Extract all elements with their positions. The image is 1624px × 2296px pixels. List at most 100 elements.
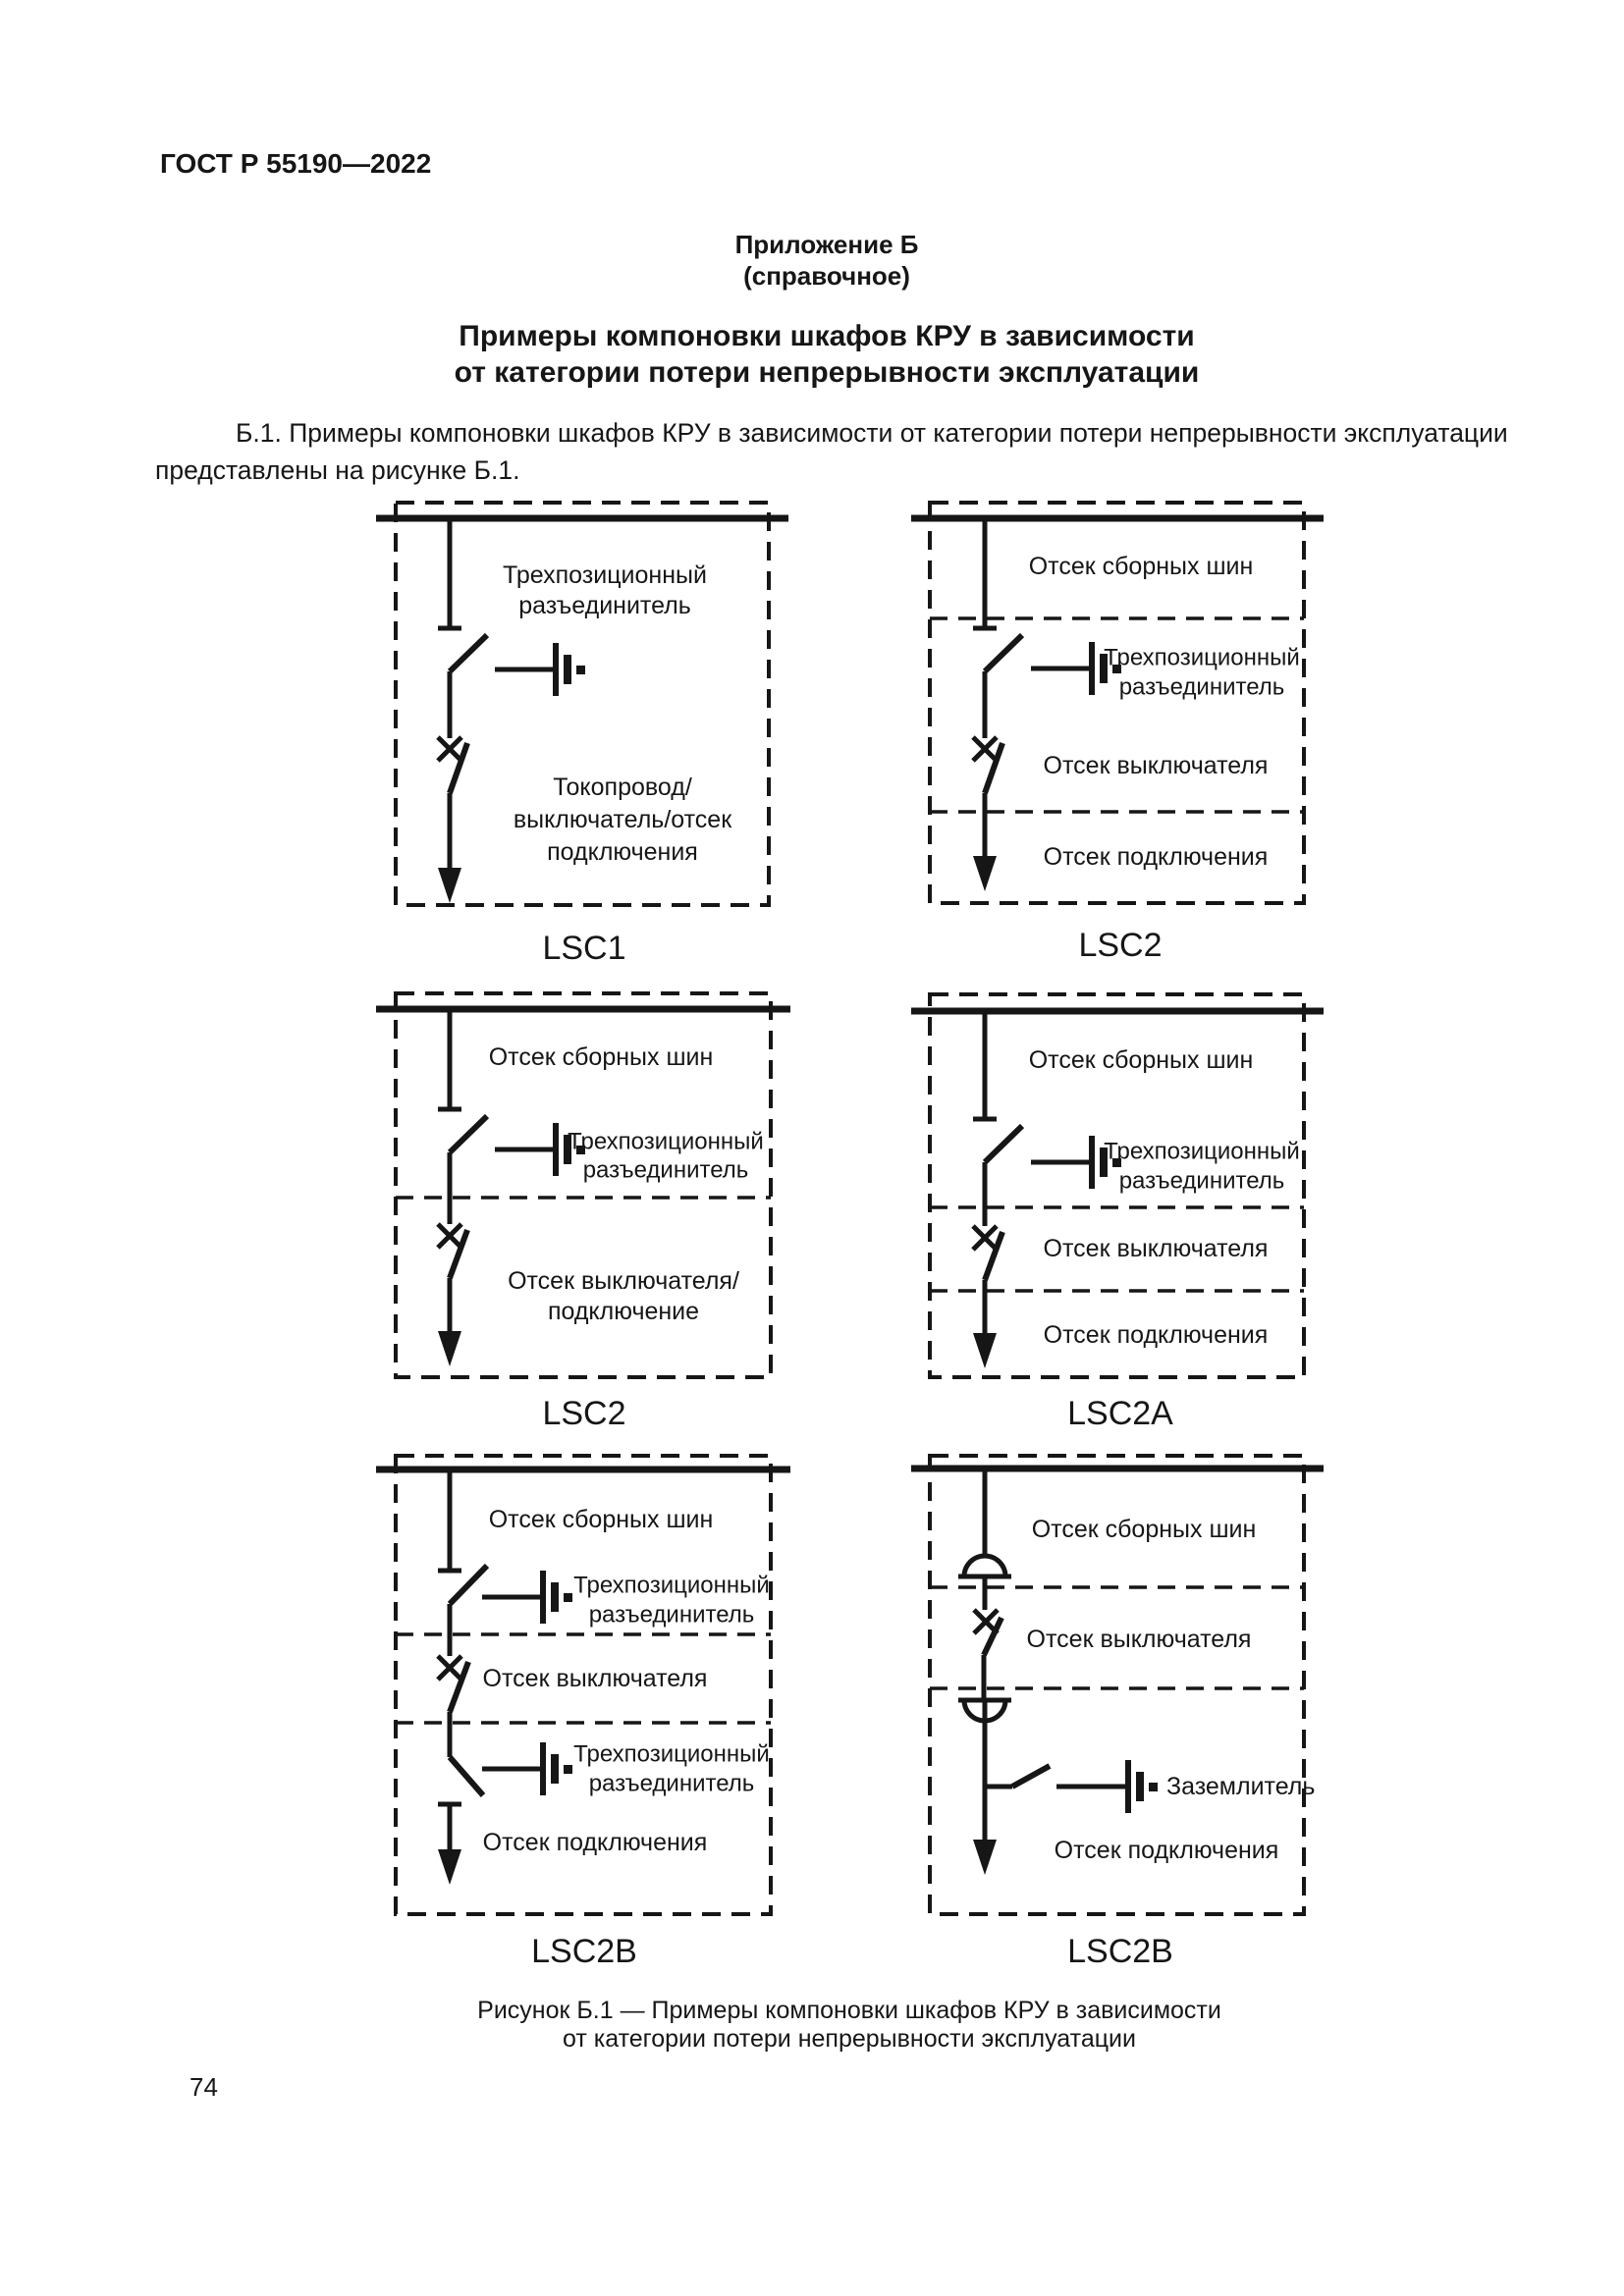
breaker-compartment-label: Отсек выключателя (1044, 1235, 1269, 1262)
switch-blade (447, 1755, 486, 1797)
lsc-category-label: LSC2A (1067, 1395, 1173, 1432)
paragraph-b1-line1: Б.1. Примеры компоновки шкафов КРУ в зав… (236, 418, 1508, 448)
switch-blade (447, 1228, 470, 1280)
lsc-category-label: LSC1 (542, 930, 625, 967)
appendix-type: (справочное) (743, 261, 910, 291)
feeder-label-line2: выключатель/отсек (514, 806, 732, 833)
switch-blade (447, 1660, 471, 1714)
busbar-compartment-label: Отсек сборных шин (1032, 1516, 1257, 1543)
switch-blade (447, 1563, 490, 1607)
feeder-arrow (973, 1280, 997, 1368)
breaker-connection-compartment-label-line2: подключение (548, 1298, 699, 1325)
switch-blade (981, 1616, 1004, 1657)
switch-blade (447, 632, 490, 674)
appendix-title-line1: Примеры компоновки шкафов КРУ в зависимо… (459, 320, 1195, 352)
standard-reference: ГОСТ Р 55190—2022 (160, 148, 432, 179)
diagram-lsc2-middle: Отсек сборных шин Трехпозиционный разъед… (376, 991, 790, 1432)
breaker-compartment-label: Отсек выключателя (1027, 1626, 1252, 1653)
breaker-compartment-label: Отсек выключателя (1044, 752, 1269, 779)
earthing-switch-symbol (985, 1760, 1158, 1813)
disconnector-label-line2: разъединитель (1119, 674, 1285, 701)
lsc-category-label: LSC2B (1067, 1933, 1173, 1970)
switch-blade (1010, 1763, 1052, 1789)
connection-compartment-label: Отсек подключения (1044, 843, 1269, 871)
feeder-label-line1: Токопровод/ (553, 774, 692, 801)
switch-blade (982, 1123, 1025, 1165)
switch-blade (982, 1230, 1005, 1282)
disconnector-label-line1: Трехпозиционный (1104, 1139, 1300, 1165)
breaker-compartment-label: Отсек выключателя (483, 1665, 708, 1692)
diagram-lsc2-top: Отсек сборных шин Трехпозиционный разъед… (911, 501, 1324, 964)
switch-blade (447, 742, 470, 794)
page-number: 74 (189, 2072, 218, 2102)
disconnector-upper-label-line1: Трехпозиционный (573, 1573, 770, 1599)
three-position-disconnector-symbol (973, 1014, 1121, 1189)
appendix-label: Приложение Б (734, 230, 919, 259)
disconnector-lower-label-line2: разъединитель (589, 1771, 755, 1797)
disconnector-label-line2: разъединитель (583, 1157, 749, 1184)
disconnector-label-line2: разъединитель (518, 592, 691, 619)
earth-terminal-icon (495, 643, 585, 696)
figure-caption-line1: Рисунок Б.1 — Примеры компоновки шкафов … (477, 1997, 1221, 2024)
cabinet-enclosure-border (928, 1454, 1306, 1916)
cabinet-enclosure-border (394, 1454, 773, 1916)
cabinet-enclosure-border (394, 501, 771, 907)
disconnector-label-line1: Трехпозиционный (568, 1129, 764, 1155)
three-position-disconnector-symbol (973, 521, 1121, 695)
feeder-arrow (438, 1278, 461, 1366)
earth-terminal-icon (495, 1123, 585, 1176)
three-position-disconnector-symbol-upper (438, 1472, 572, 1624)
disconnector-lower-label-line1: Трехпозиционный (573, 1741, 770, 1768)
earth-terminal-icon (482, 1571, 572, 1624)
lsc-category-label: LSC2B (531, 1933, 637, 1970)
busbar-compartment-label: Отсек сборных шин (489, 1043, 714, 1071)
three-position-disconnector-symbol-lower (438, 1742, 572, 1807)
three-position-disconnector-symbol (438, 521, 585, 696)
switch-blade (982, 632, 1025, 674)
cabinet-enclosure-border (928, 992, 1306, 1379)
earthing-switch-label: Заземлитель (1166, 1773, 1315, 1800)
three-position-disconnector-symbol (438, 1012, 585, 1176)
paragraph-b1-line2: представлены на рисунке Б.1. (155, 455, 520, 485)
lsc-category-label: LSC2 (1078, 927, 1162, 964)
breaker-connection-compartment-label-line1: Отсек выключателя/ (508, 1267, 739, 1295)
earth-terminal-icon (1031, 642, 1121, 695)
earth-terminal-icon (1125, 1760, 1158, 1813)
diagram-lsc2a: Отсек сборных шин Трехпозиционный разъед… (911, 992, 1324, 1432)
disconnector-label-line1: Трехпозиционный (1104, 645, 1300, 671)
disconnector-label-line2: разъединитель (1119, 1168, 1285, 1195)
connection-compartment-label: Отсек подключения (1055, 1837, 1279, 1864)
feeder-arrow (973, 1700, 997, 1875)
feeder-arrow (438, 793, 461, 903)
switch-blade (982, 742, 1005, 794)
earth-terminal-icon (482, 1742, 572, 1795)
figure-caption-line2: от категории потери непрерывности эксплу… (563, 2025, 1136, 2053)
circuit-breaker-symbol (972, 1608, 1004, 1657)
circuit-breaker-symbol (971, 735, 1005, 794)
circuit-breaker-symbol (971, 1224, 1005, 1282)
cabinet-enclosure-border (394, 991, 773, 1379)
feeder-label-line3: подключения (547, 838, 698, 866)
switch-blade (447, 1113, 490, 1155)
connection-compartment-label: Отсек подключения (483, 1829, 708, 1856)
busbar-compartment-label: Отсек сборных шин (489, 1506, 714, 1533)
cabinet-enclosure-border (928, 501, 1306, 905)
diagram-lsc2b-right: Отсек сборных шин Отсек выключателя Зазе… (911, 1454, 1324, 1970)
circuit-breaker-symbol (436, 1654, 471, 1714)
connection-compartment-label: Отсек подключения (1044, 1321, 1269, 1349)
earth-terminal-icon (1031, 1136, 1121, 1189)
appendix-title-line2: от категории потери непрерывности эксплу… (454, 356, 1200, 389)
feeder-arrow (973, 793, 997, 891)
disconnector-label-line1: Трехпозиционный (503, 561, 707, 589)
circuit-breaker-symbol (436, 1222, 470, 1280)
busbar-compartment-label: Отсек сборных шин (1029, 553, 1254, 580)
busbar-compartment-label: Отсек сборных шин (1029, 1046, 1254, 1074)
withdrawable-contact-icon-upper (958, 1553, 1011, 1579)
diagram-lsc2b-left: Отсек сборных шин Трехпозиционный разъед… (376, 1454, 790, 1970)
feeder-arrow (438, 1804, 461, 1885)
disconnector-upper-label-line2: разъединитель (589, 1602, 755, 1629)
diagram-lsc1: Трехпозиционный разъединитель Токопровод… (376, 501, 788, 967)
circuit-breaker-symbol (436, 735, 470, 794)
